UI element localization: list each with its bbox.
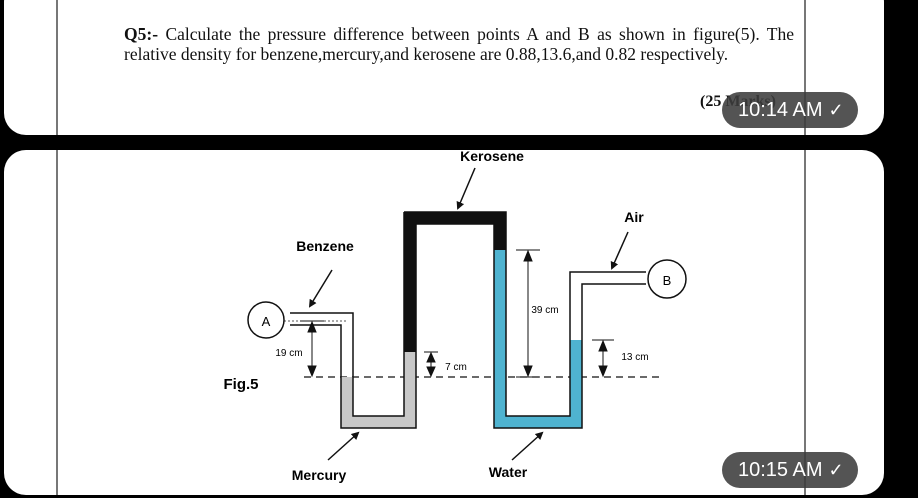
page-border-right (804, 150, 806, 495)
question-label: Q5:- (124, 24, 159, 44)
kerosene-arrow (456, 167, 476, 210)
dim-19-label: 19 cm (275, 348, 302, 359)
point-a-label: A (262, 314, 271, 329)
dimension-13cm (592, 339, 614, 378)
dim-39-label: 39 cm (531, 305, 558, 316)
dimension-7cm (424, 351, 438, 378)
mercury-label: Mercury (292, 467, 347, 483)
message-bubble-question[interactable]: Q5:- Calculate the pressure difference b… (4, 0, 884, 135)
dimension-19cm (300, 320, 324, 378)
question-paragraph: Q5:- Calculate the pressure difference b… (124, 24, 794, 64)
kerosene-fill (404, 212, 506, 352)
dim-7-label: 7 cm (445, 362, 467, 373)
fig-label: Fig.5 (223, 376, 258, 393)
water-fill (494, 250, 582, 428)
timestamp-1: 10:14 AM (738, 99, 823, 121)
timestamp-badge-2: 10:15 AM✓ (722, 452, 858, 488)
dimension-39cm (516, 249, 540, 378)
benzene-label: Benzene (296, 238, 354, 254)
pointer-arrows (308, 167, 629, 461)
manometer-figure: A B Kerosene Benzene Air Mercury Water F… (223, 150, 687, 483)
checkmark-icon: ✓ (828, 100, 844, 120)
point-a-circle (247, 301, 285, 339)
mercury-arrow (327, 431, 360, 461)
water-arrow (511, 431, 544, 461)
water-label: Water (489, 464, 528, 480)
mercury-fill (341, 352, 416, 428)
page-border-left (56, 0, 58, 135)
point-b-circle (647, 259, 687, 299)
air-arrow (610, 231, 629, 270)
kerosene-label: Kerosene (460, 150, 524, 164)
benzene-arrow (308, 269, 333, 308)
point-b-label: B (663, 273, 672, 288)
air-label: Air (624, 209, 644, 225)
timestamp-badge-1: 10:14 AM✓ (722, 92, 858, 128)
left-u-tube (290, 212, 417, 429)
checkmark-icon: ✓ (828, 460, 844, 480)
dim-13-label: 13 cm (621, 352, 648, 363)
timestamp-2: 10:15 AM (738, 459, 823, 481)
right-u-tube (404, 211, 646, 429)
page-border-left (56, 150, 58, 495)
page-border-right (804, 0, 806, 135)
message-bubble-figure[interactable]: A B Kerosene Benzene Air Mercury Water F… (4, 150, 884, 495)
question-text: Calculate the pressure difference betwee… (124, 24, 795, 64)
